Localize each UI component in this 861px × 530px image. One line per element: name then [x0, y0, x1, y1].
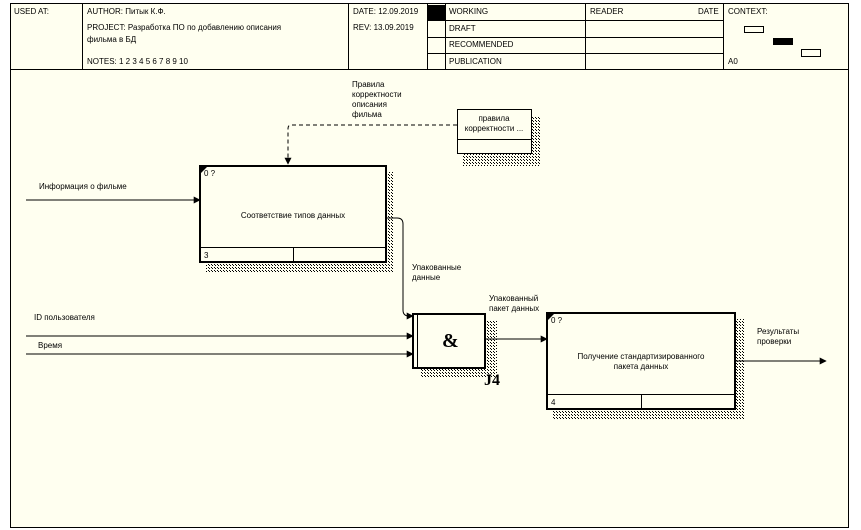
- recommended-label: RECOMMENDED: [449, 40, 514, 49]
- packed-data-arrow-label: Упакованные данные: [412, 263, 462, 282]
- activity-corner-marker: [548, 314, 554, 320]
- junction-symbol: &: [442, 330, 459, 352]
- activity-footer-divider: [641, 394, 642, 408]
- header-bottom-border: [11, 69, 848, 70]
- input-arrow-label: Информация о фильме: [39, 182, 127, 191]
- activity-number: 3: [204, 251, 209, 260]
- node-label: A0: [728, 57, 738, 66]
- date-label: DATE: 12.09.2019: [353, 7, 419, 16]
- context-label: CONTEXT:: [728, 7, 768, 16]
- notes-label: NOTES: 1 2 3 4 5 6 7 8 9 10: [87, 57, 188, 66]
- control-arrow-label: Правила корректности описания фильма: [352, 80, 402, 119]
- working-status-marker: [428, 5, 445, 20]
- used-at-label: USED AT:: [14, 7, 49, 16]
- draft-label: DRAFT: [449, 24, 476, 33]
- junction-label: J4: [484, 372, 500, 389]
- activity-footer-divider: [293, 247, 294, 261]
- activity-title: Получение стандартизированного пакета да…: [577, 352, 705, 371]
- activity-corner-marker: [201, 167, 207, 173]
- activity-number: 4: [551, 398, 556, 407]
- activity-title: Соответствие типов данных: [240, 211, 346, 220]
- header-divider: [585, 4, 586, 69]
- junction-box[interactable]: &: [412, 313, 486, 369]
- context-box-active: [773, 38, 793, 45]
- project-label: PROJECT: Разработка ПО по добавлению опи…: [87, 23, 282, 32]
- publication-label: PUBLICATION: [449, 57, 502, 66]
- packed-package-arrow-label: Упакованный пакет данных: [489, 294, 540, 313]
- time-arrow-label: Время: [38, 341, 63, 350]
- working-label: WORKING: [449, 7, 489, 16]
- header-divider: [82, 4, 83, 69]
- user-id-arrow-label: ID пользователя: [34, 313, 95, 322]
- reader-label: READER: [590, 7, 624, 16]
- activity-box[interactable]: 0 ? Соответствие типов данных 3: [199, 165, 387, 263]
- reference-box-divider: [458, 139, 531, 140]
- reader-date-label: DATE: [698, 7, 719, 16]
- header-divider: [427, 4, 428, 69]
- context-box: [801, 49, 821, 57]
- rev-label: REV: 13.09.2019: [353, 23, 414, 32]
- header-divider: [723, 4, 724, 69]
- header-divider: [348, 4, 349, 69]
- project-label-cont: фильма в БД: [87, 35, 137, 44]
- junction-left-bar: [417, 315, 418, 367]
- header-divider: [428, 53, 723, 54]
- context-box: [744, 26, 764, 33]
- reference-box-title: правила корректности ...: [464, 114, 524, 133]
- reference-box[interactable]: правила корректности ...: [457, 109, 532, 154]
- author-label: AUTHOR: Питык К.Ф.: [87, 7, 166, 16]
- header-divider: [445, 4, 446, 69]
- activity-box[interactable]: 0 ? Получение стандартизированного пакет…: [546, 312, 736, 410]
- results-arrow-label: Результаты проверки: [757, 327, 800, 346]
- header-divider: [428, 37, 723, 38]
- diagram-sheet: USED AT: AUTHOR: Питык К.Ф. PROJECT: Раз…: [10, 3, 849, 528]
- header-divider: [428, 20, 723, 21]
- activity-corner-label: 0 ?: [204, 169, 216, 178]
- activity-corner-label: 0 ?: [551, 316, 563, 325]
